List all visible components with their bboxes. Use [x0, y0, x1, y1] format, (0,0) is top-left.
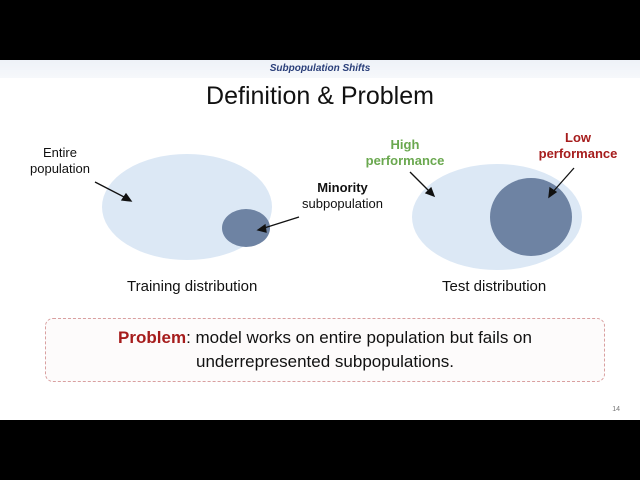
- distribution-diagram: [94, 154, 582, 270]
- entire-population-label: Entire population: [30, 145, 90, 176]
- section-header-bar: [0, 60, 640, 78]
- training-minority-ellipse: [222, 209, 270, 247]
- test-minority-circle: [490, 178, 572, 256]
- test-distribution-caption: Test distribution: [442, 278, 547, 295]
- problem-keyword: Problem: [118, 328, 187, 347]
- slide-title: Definition & Problem: [206, 82, 434, 110]
- entire-arrow: [94, 181, 129, 200]
- slide: Subpopulation Shifts Definition & Proble…: [0, 60, 640, 420]
- minority-subpopulation-label: Minority subpopulation: [302, 180, 383, 211]
- problem-line-1: Problem: model works on entire populatio…: [118, 328, 532, 347]
- section-title: Subpopulation Shifts: [269, 63, 371, 74]
- low-performance-label: Low performance: [538, 130, 618, 161]
- minority-arrow: [260, 216, 300, 230]
- low-arrow: [550, 167, 575, 195]
- problem-line-2: underrepresented subpopulations.: [195, 352, 455, 371]
- problem-box: Problem: model works on entire populatio…: [45, 318, 605, 382]
- page-number: 14: [612, 406, 620, 413]
- high-arrow: [409, 171, 432, 194]
- high-performance-label: High performance: [365, 137, 445, 168]
- training-distribution-caption: Training distribution: [127, 278, 258, 295]
